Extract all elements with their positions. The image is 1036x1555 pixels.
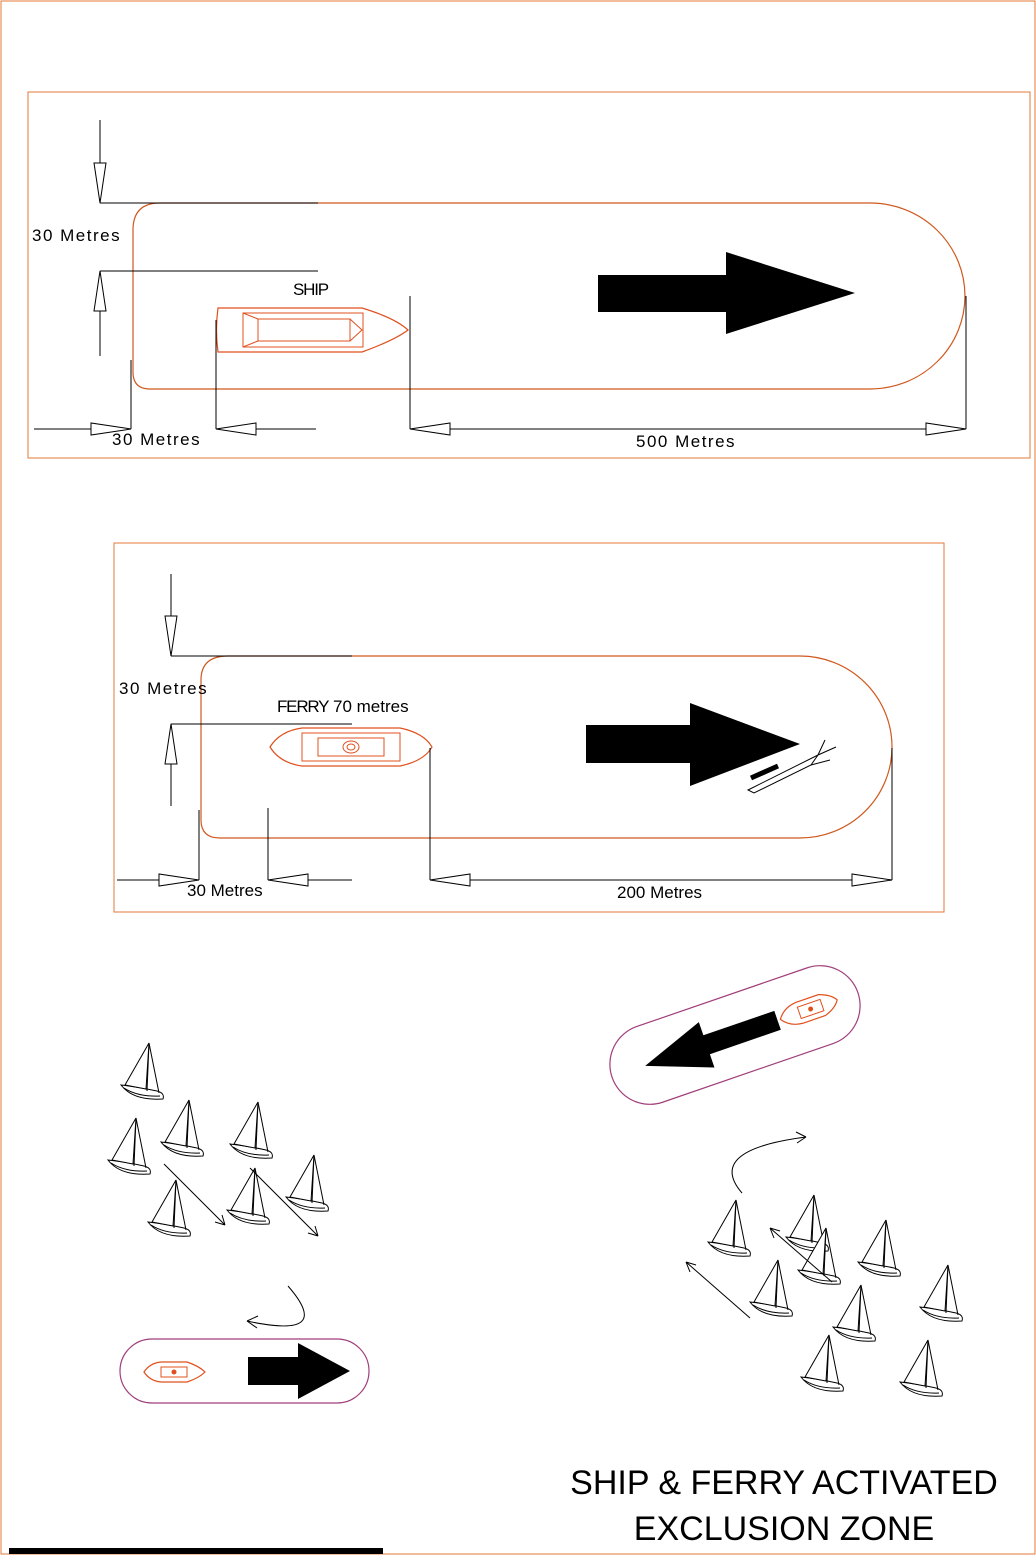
arrowhead-icon — [93, 162, 107, 204]
ferry-exclusion-zone — [200, 655, 893, 839]
ferry-moving-zone — [119, 1338, 370, 1404]
ferry-panel-frame — [113, 542, 945, 913]
ship-icon — [215, 307, 409, 353]
arrowhead-icon — [246, 1315, 259, 1329]
footer-rule — [9, 1548, 383, 1554]
arrowhead-icon — [215, 422, 257, 436]
sailboat-icon — [919, 1264, 963, 1322]
ship-beam-clearance-label: 30 Metres — [32, 226, 121, 245]
arrow-right-icon — [598, 252, 855, 334]
arrowhead-icon — [409, 422, 451, 436]
motion-line — [685, 1261, 751, 1319]
arrowhead-icon — [795, 1131, 807, 1144]
title-line-2: EXCLUSION ZONE — [634, 1510, 934, 1548]
arrowhead-icon — [851, 873, 893, 887]
sailboat-icon — [226, 1167, 270, 1225]
arrowhead-icon — [267, 873, 309, 887]
sailboat-icon — [285, 1154, 329, 1212]
sailboat-icon — [107, 1117, 151, 1175]
arrowhead-icon — [164, 615, 178, 657]
sailboat-icon — [800, 1334, 844, 1392]
ship-panel-frame — [27, 91, 1031, 459]
ship-bow-clearance-label: 500 Metres — [636, 432, 736, 451]
yacht-fleet-right — [685, 1131, 963, 1397]
sailboat-icon — [229, 1101, 273, 1159]
sailboat-icon — [147, 1179, 191, 1237]
sailboat-icon — [749, 1259, 793, 1317]
sailboat-icon — [832, 1284, 876, 1342]
ship-icon — [269, 727, 433, 767]
ferry-stern-clearance-label: 30 Metres — [187, 881, 263, 900]
course-arrow — [246, 1285, 305, 1327]
sailboat-icon — [707, 1199, 751, 1257]
ship-icon — [779, 994, 838, 1025]
arrowhead-icon — [429, 873, 471, 887]
arrowhead-icon — [164, 723, 178, 765]
ferry-panel: FERRY 70 metres 30 Metres 30 Metres 200 … — [113, 542, 945, 913]
ship-icon — [143, 1361, 206, 1383]
arrow-right-icon — [248, 1343, 350, 1399]
ship-stern-clearance-label: 30 Metres — [112, 430, 201, 449]
ship-panel: SHIP 30 Metres 30 Metres 500 Metres — [27, 91, 1031, 459]
sailboat-icon — [857, 1219, 901, 1277]
ship-label: SHIP — [293, 280, 329, 299]
yacht-fleet-left — [107, 1042, 329, 1329]
small-exclusion-zone — [609, 965, 861, 1105]
arrow-left-icon — [645, 1010, 781, 1068]
motion-line — [163, 1163, 226, 1226]
motion-line — [249, 1167, 319, 1237]
sailboat-icon — [160, 1099, 204, 1157]
ferry-bow-clearance-label: 200 Metres — [617, 883, 702, 902]
sailboat-icon — [899, 1339, 943, 1397]
course-arrow — [731, 1136, 807, 1194]
arrowhead-icon — [93, 270, 107, 312]
ship-exclusion-zone — [132, 202, 966, 390]
motion-line — [769, 1227, 833, 1283]
ferry-label: FERRY — [277, 697, 329, 716]
arrow-right-icon — [586, 703, 800, 786]
ferry-beam-clearance-label: 30 Metres — [119, 679, 208, 698]
ferry-moving-zone — [609, 965, 861, 1105]
sailboat-icon — [120, 1042, 164, 1100]
ferry-length-label: 70 metres — [333, 697, 409, 716]
title-line-1: SHIP & FERRY ACTIVATED — [570, 1464, 998, 1502]
arrowhead-icon — [925, 422, 967, 436]
small-exclusion-zone — [119, 1338, 370, 1404]
rowing-boat-icon — [746, 739, 837, 794]
